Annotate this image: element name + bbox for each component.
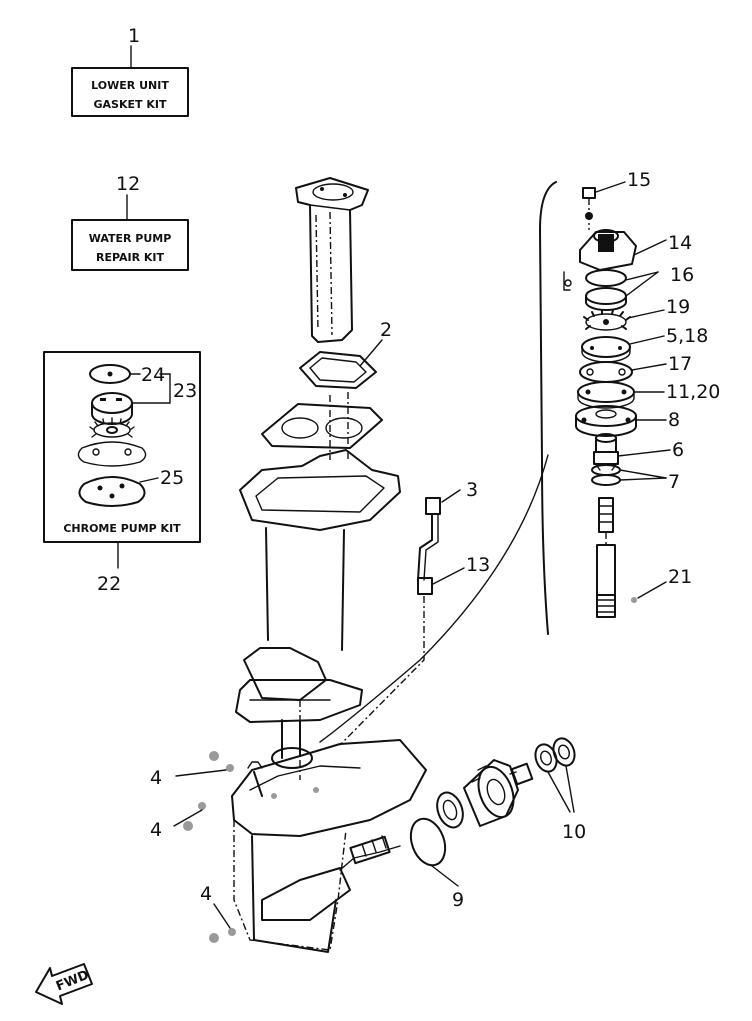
- callout-16: 16: [670, 264, 694, 286]
- callout-19: 19: [666, 296, 690, 318]
- callout-25: 25: [160, 467, 184, 489]
- fwd-arrow: FWD: [35, 963, 93, 1005]
- pump-base-8: 8: [575, 405, 680, 437]
- water-pump-repair-kit: 12 WATER PUMP REPAIR KIT: [71, 173, 189, 271]
- callout-17: 17: [668, 353, 692, 375]
- plate-11-20: 11,20: [577, 381, 720, 409]
- pump-leader-curve: [319, 454, 549, 743]
- callout-2: 2: [380, 319, 392, 341]
- callout-4a: 4: [150, 767, 162, 789]
- callout-1: 1: [128, 25, 140, 47]
- callout-4b: 4: [150, 819, 162, 841]
- drive-shaft-housing: [295, 177, 369, 343]
- pump-insert-16: 16: [585, 264, 694, 311]
- callout-7: 7: [668, 471, 680, 493]
- gasket-17: 17: [579, 353, 692, 383]
- lower-unit-kit-line2: GASKET KIT: [94, 98, 167, 111]
- lower-unit-gasket-kit: 1 LOWER UNIT GASKET KIT: [71, 25, 189, 117]
- callout-8: 8: [668, 409, 680, 431]
- callout-21: 21: [668, 566, 692, 588]
- callout-14: 14: [668, 232, 692, 254]
- bolts-4: 4 4 4: [150, 751, 236, 943]
- callout-3: 3: [466, 479, 478, 501]
- callout-6: 6: [672, 439, 684, 461]
- callout-13: 13: [466, 554, 490, 576]
- pump-bracket: [539, 181, 557, 635]
- callout-22: 22: [97, 573, 121, 595]
- chrome-kit-impeller: [89, 417, 135, 438]
- water-pump-kit-line2: REPAIR KIT: [96, 251, 165, 264]
- gasket-2: 2: [299, 319, 392, 389]
- callout-12: 12: [116, 173, 140, 195]
- outer-plate-5-18: 5,18: [581, 325, 708, 363]
- pump-housing-14: 14: [563, 229, 692, 291]
- water-pump-kit-line1: WATER PUMP: [89, 232, 172, 245]
- chrome-pump-kit-caption: CHROME PUMP KIT: [63, 522, 181, 535]
- callout-24: 24: [141, 364, 165, 386]
- callout-4c: 4: [200, 883, 212, 905]
- oil-seals-10: 10: [534, 737, 586, 843]
- chrome-pump-kit: 24 23 25 CHROME PUMP KIT 22: [43, 351, 201, 595]
- pump-bolt-15: 15: [582, 169, 651, 230]
- water-tube-assembly: 3 13: [339, 479, 490, 746]
- drive-shaft: 21: [596, 497, 692, 618]
- callout-11-20: 11,20: [666, 381, 720, 403]
- gasket-housing-plate: [261, 392, 383, 460]
- callout-9: 9: [452, 889, 464, 911]
- callout-10: 10: [562, 821, 586, 843]
- callout-15: 15: [627, 169, 651, 191]
- lower-casing: [231, 719, 427, 953]
- lower-unit-kit-line1: LOWER UNIT: [91, 79, 169, 92]
- callout-23: 23: [173, 380, 197, 402]
- upper-casing: [235, 449, 401, 780]
- impeller-19: 19: [583, 296, 690, 331]
- seal-housing-6-7: 6 7: [591, 433, 684, 493]
- propeller-shaft-housing: [436, 759, 534, 829]
- callout-5-18: 5,18: [666, 325, 708, 347]
- o-ring-9: 9: [409, 817, 464, 911]
